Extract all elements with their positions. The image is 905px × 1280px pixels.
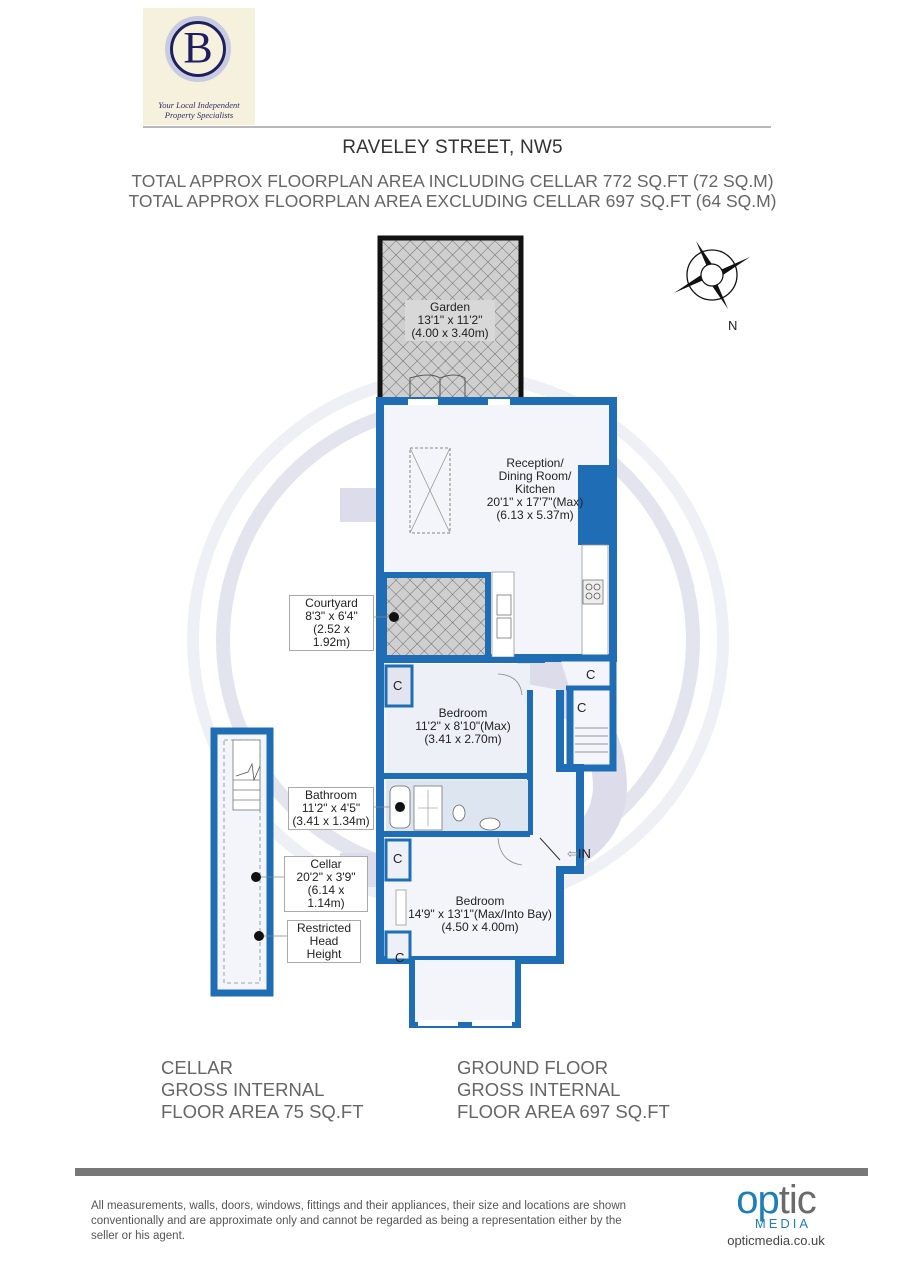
compass-rose-icon: [674, 241, 750, 309]
restricted-line1: Restricted: [296, 921, 352, 935]
footer-divider: [75, 1168, 868, 1176]
header-divider: [143, 126, 771, 128]
courtyard-imperial: 8'3" x 6'4": [305, 609, 358, 623]
garden-name: Garden: [429, 300, 471, 314]
cellar-imperial: 20'2" x 3'9": [296, 870, 356, 884]
label-restricted-head-height: Restricted Head Height: [287, 920, 361, 963]
cupboard-label: C: [393, 851, 403, 866]
optic-media-subtitle: MEDIA: [754, 1216, 812, 1231]
room-label-courtyard: Courtyard 8'3" x 6'4" (2.52 x 1.92m): [289, 595, 374, 651]
bedroom1-imperial: 11'2" x 8'10"(Max): [415, 719, 511, 733]
reception-name-line1: Reception/: [506, 456, 564, 470]
ground-floor-walls: [376, 397, 617, 1028]
ground-floor-area: FLOOR AREA 697 SQ.FT: [457, 1101, 670, 1122]
optic-wordmark: optic: [722, 1180, 830, 1220]
garden-imperial: 13'1" x 11'2": [417, 313, 483, 327]
room-label-bathroom: Bathroom 11'2" x 4'5" (3.41 x 1.34m): [288, 787, 374, 830]
courtyard-metric: (2.52 x 1.92m): [312, 622, 351, 649]
optic-media-logo: optic MEDIA opticmedia.co.uk: [722, 1180, 830, 1248]
cellar-name: Cellar: [310, 857, 342, 871]
garden-metric: (4.00 x 3.40m): [411, 326, 489, 340]
cupboard-label: C: [395, 950, 405, 965]
room-label-garden: Garden 13'1" x 11'2" (4.00 x 3.40m): [405, 300, 495, 341]
entrance-marker: ⇦IN: [567, 846, 591, 862]
room-label-reception: Reception/ Dining Room/ Kitchen 20'1" x …: [465, 457, 605, 522]
bedroom2-name: Bedroom: [455, 894, 505, 908]
ground-floor-title: GROUND FLOOR: [457, 1057, 609, 1078]
arrow-left-icon: ⇦: [567, 846, 578, 861]
cellar-floor-title: CELLAR: [161, 1057, 233, 1078]
logo-tagline-line1: Your Local Independent: [158, 100, 240, 110]
bedroom2-imperial: 14'9" x 13'1"(Max/Into Bay): [408, 907, 552, 921]
reception-name-line3: Kitchen: [514, 482, 556, 496]
ground-floor-gross: GROSS INTERNAL: [457, 1079, 621, 1100]
reception-name-line2: Dining Room/: [498, 469, 572, 483]
cellar-walls: [210, 616, 390, 997]
cupboard-label: C: [577, 700, 587, 715]
room-label-bedroom-1: Bedroom 11'2" x 8'10"(Max) (3.41 x 2.70m…: [408, 707, 518, 746]
logo-outer-ring: [165, 16, 231, 82]
optic-wordmark-tic: tic: [778, 1178, 817, 1222]
logo-inner-ring: [170, 21, 226, 77]
ground-floor-summary: GROUND FLOOR GROSS INTERNAL FLOOR AREA 6…: [457, 1057, 670, 1123]
garden-area: [377, 235, 524, 406]
courtyard-name: Courtyard: [305, 596, 358, 610]
cellar-floor-gross: GROSS INTERNAL: [161, 1079, 325, 1100]
agent-logo: B Your Local Independent Property Specia…: [143, 8, 255, 125]
floorplan-drawing: [187, 235, 750, 1028]
total-area-including-cellar: TOTAL APPROX FLOORPLAN AREA INCLUDING CE…: [131, 171, 774, 191]
bathroom-metric: (3.41 x 1.34m): [292, 814, 370, 828]
bathroom-name: Bathroom: [304, 788, 358, 802]
bathroom-imperial: 11'2" x 4'5": [301, 801, 361, 815]
restricted-line2: Head Height: [306, 934, 342, 961]
optic-url: opticmedia.co.uk: [727, 1233, 825, 1248]
disclaimer-text: All measurements, walls, doors, windows,…: [91, 1200, 627, 1242]
cupboard-label: C: [393, 678, 403, 693]
room-label-cellar: Cellar 20'2" x 3'9" (6.14 x 1.14m): [284, 856, 368, 912]
entrance-label: IN: [577, 846, 591, 861]
reception-metric: (6.13 x 5.37m): [496, 508, 574, 522]
logo-tagline: Your Local Independent Property Speciali…: [143, 100, 255, 120]
logo-letter: B: [183, 23, 213, 72]
property-address: RAVELEY STREET, NW5: [342, 137, 563, 158]
cellar-floor-area: FLOOR AREA 75 SQ.FT: [161, 1101, 364, 1122]
cupboard-label: C: [586, 667, 596, 682]
logo-tagline-line2: Property Specialists: [164, 110, 234, 120]
bedroom2-metric: (4.50 x 4.00m): [441, 920, 519, 934]
room-label-bedroom-2: Bedroom 14'9" x 13'1"(Max/Into Bay) (4.5…: [405, 895, 555, 934]
cellar-floor-summary: CELLAR GROSS INTERNAL FLOOR AREA 75 SQ.F…: [161, 1057, 364, 1123]
compass-north-label: N: [728, 318, 738, 333]
optic-wordmark-op: op: [736, 1178, 779, 1222]
bedroom1-metric: (3.41 x 2.70m): [424, 732, 502, 746]
bedroom1-name: Bedroom: [438, 706, 488, 720]
total-area-excluding-cellar: TOTAL APPROX FLOORPLAN AREA EXCLUDING CE…: [128, 191, 777, 211]
cellar-metric: (6.14 x 1.14m): [307, 883, 345, 910]
reception-imperial: 20'1" x 17'7"(Max): [486, 495, 584, 509]
